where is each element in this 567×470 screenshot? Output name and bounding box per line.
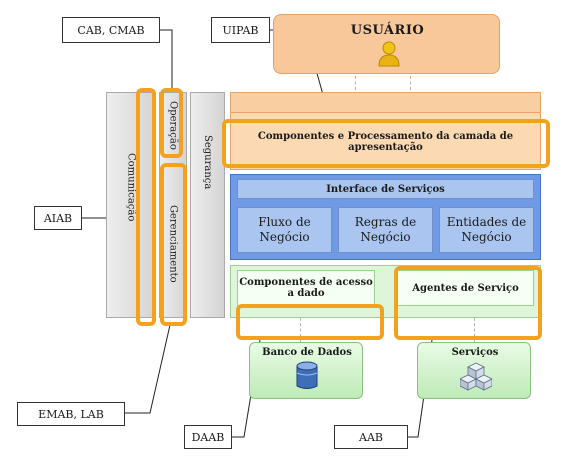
database-box: Banco de Dados <box>249 342 363 399</box>
data-components: Componentes de acesso a dado <box>237 270 375 306</box>
column-operacao-label: Operação <box>167 101 179 150</box>
presentation-top-strip <box>231 93 540 113</box>
highlight-aiab <box>136 88 156 326</box>
column-gerenciamento-label: Gerenciamento <box>167 205 179 283</box>
services-box: Serviços <box>417 342 531 399</box>
callout-aiab: AIAB <box>34 206 82 230</box>
presentation-layer: Componentes e Processamento da camada de… <box>230 92 541 170</box>
highlight-uipab <box>222 119 550 168</box>
services-item-regras: Regras de Negócio <box>338 207 433 253</box>
user-icon <box>378 41 400 67</box>
column-seguranca: Segurança <box>190 92 225 318</box>
column-comunicacao: Comunicação <box>106 92 156 318</box>
database-label: Banco de Dados <box>262 347 352 358</box>
arrow-user-left <box>355 76 356 90</box>
data-layer: Componentes de acesso a dado Agentes de … <box>230 265 541 318</box>
services-interface-title: Interface de Serviços <box>237 179 534 199</box>
highlight-daab <box>236 304 384 340</box>
database-icon <box>296 361 318 389</box>
highlight-operacao <box>160 88 183 158</box>
services-label: Serviços <box>451 347 499 358</box>
callout-aab: AAB <box>334 425 408 449</box>
user-title: USUÁRIO <box>350 23 425 38</box>
services-item-fluxo: Fluxo de Negócio <box>237 207 332 253</box>
column-comunicacao-label: Comunicação <box>125 153 137 222</box>
arrow-db <box>300 318 301 342</box>
highlight-gerenciamento <box>160 163 187 326</box>
callout-emab-lab: EMAB, LAB <box>17 402 125 426</box>
cubes-icon <box>460 362 492 391</box>
column-seguranca-label: Segurança <box>202 135 213 190</box>
callout-uipab: UIPAB <box>211 17 270 43</box>
callout-daab: DAAB <box>184 425 232 449</box>
callout-cab-cmab: CAB, CMAB <box>62 17 160 43</box>
highlight-aab <box>394 266 542 340</box>
services-item-entidades: Entidades de Negócio <box>439 207 534 253</box>
arrow-services <box>474 318 475 342</box>
data-agents: Agentes de Serviço <box>397 270 534 306</box>
user-box: USUÁRIO <box>273 14 500 74</box>
presentation-label: Componentes e Processamento da camada de… <box>257 131 514 153</box>
arrow-user-right <box>410 76 411 90</box>
services-layer: Interface de Serviços Fluxo de Negócio R… <box>230 174 541 260</box>
